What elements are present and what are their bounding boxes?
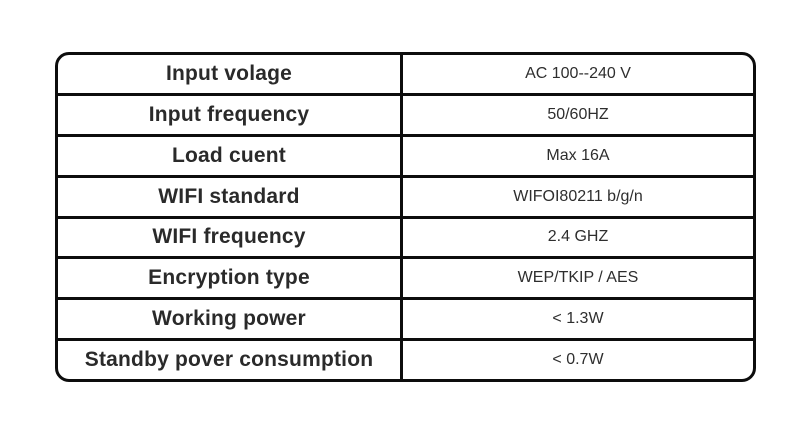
spec-label: Load cuent (58, 136, 403, 175)
spec-value: 50/60HZ (547, 105, 609, 123)
table-row: Encryption type WEP/TKIP / AES (58, 259, 753, 301)
spec-value: Max 16A (546, 146, 610, 164)
table-row: Input frequency 50/60HZ (58, 95, 753, 137)
spec-value: AC 100--240 V (525, 64, 631, 82)
table-row: Load cuent Max 16A (58, 136, 753, 178)
spec-label: WIFI standard (58, 177, 403, 216)
spec-value: 2.4 GHZ (547, 228, 609, 246)
table-row: WIFI standard WIFOI80211 b/g/n (58, 177, 753, 219)
spec-label: Working power (58, 300, 403, 339)
spec-label: Input volage (58, 55, 403, 93)
table-row: Input volage AC 100--240 V (58, 55, 753, 96)
spec-table: Input volage AC 100--240 V Input frequen… (55, 52, 756, 382)
spec-label: Standby pover consumption (58, 341, 403, 379)
spec-value: WEP/TKIP / AES (517, 269, 639, 287)
table-row: WIFI frequency 2.4 GHZ (58, 218, 753, 260)
spec-label: Encryption type (58, 259, 403, 298)
table-row: Standby pover consumption < 0.7W (58, 341, 753, 379)
spec-label: Input frequency (58, 95, 403, 134)
spec-value: WIFOI80211 b/g/n (513, 187, 643, 205)
spec-label: WIFI frequency (58, 218, 403, 257)
spec-value: < 0.7W (552, 351, 604, 369)
spec-value: < 1.3W (552, 310, 604, 328)
table-row: Working power < 1.3W (58, 300, 753, 342)
